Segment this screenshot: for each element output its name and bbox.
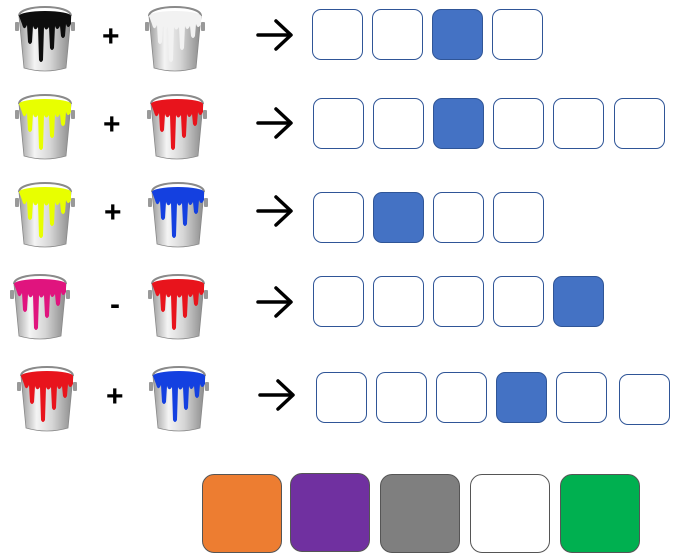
operator-minus: - [110, 288, 120, 321]
answer-slot[interactable] [372, 9, 423, 60]
answer-slot[interactable] [492, 9, 543, 60]
palette-swatch-gray[interactable] [380, 474, 460, 553]
answer-slot[interactable] [493, 98, 544, 149]
answer-slot[interactable] [496, 372, 547, 423]
answer-slot[interactable] [313, 192, 364, 243]
answer-slot[interactable] [313, 98, 364, 149]
answer-slot[interactable] [614, 98, 665, 149]
answer-slot[interactable] [556, 372, 607, 423]
answer-slot[interactable] [312, 9, 363, 60]
red-paint-bucket-icon [12, 362, 82, 434]
answer-slot[interactable] [373, 192, 424, 243]
answer-slot[interactable] [493, 192, 544, 243]
palette-swatch-green[interactable] [560, 474, 640, 553]
palette-swatch-purple[interactable] [290, 473, 370, 552]
arrow-right-icon [256, 18, 296, 52]
arrow-right-icon [256, 285, 296, 319]
black-paint-bucket-icon [10, 2, 80, 74]
answer-slot[interactable] [436, 372, 487, 423]
red-paint-bucket-icon [143, 270, 213, 342]
palette-swatch-orange[interactable] [202, 474, 282, 553]
arrow-right-icon [256, 194, 296, 228]
yellow-paint-bucket-icon [10, 178, 80, 250]
blue-paint-bucket-icon [143, 178, 213, 250]
answer-slot[interactable] [433, 98, 484, 149]
white-paint-bucket-icon [140, 2, 210, 74]
operator-plus: + [106, 380, 124, 413]
operator-plus: + [104, 196, 122, 229]
operator-plus: + [103, 108, 121, 141]
red-paint-bucket-icon [142, 90, 212, 162]
operator-plus: + [102, 20, 120, 53]
blue-paint-bucket-icon [144, 362, 214, 434]
answer-slot[interactable] [373, 276, 424, 327]
answer-slot[interactable] [493, 276, 544, 327]
arrow-right-icon [258, 378, 298, 412]
magenta-paint-bucket-icon [5, 270, 75, 342]
answer-slot[interactable] [316, 372, 367, 423]
answer-slot[interactable] [619, 374, 670, 425]
yellow-paint-bucket-icon [10, 90, 80, 162]
answer-slot[interactable] [313, 276, 364, 327]
palette-swatch-white[interactable] [470, 474, 550, 553]
answer-slot[interactable] [433, 276, 484, 327]
arrow-right-icon [256, 106, 296, 140]
answer-slot[interactable] [553, 98, 604, 149]
answer-slot[interactable] [433, 192, 484, 243]
answer-slot[interactable] [373, 98, 424, 149]
answer-slot[interactable] [376, 372, 427, 423]
answer-slot[interactable] [553, 276, 604, 327]
answer-slot[interactable] [432, 9, 483, 60]
